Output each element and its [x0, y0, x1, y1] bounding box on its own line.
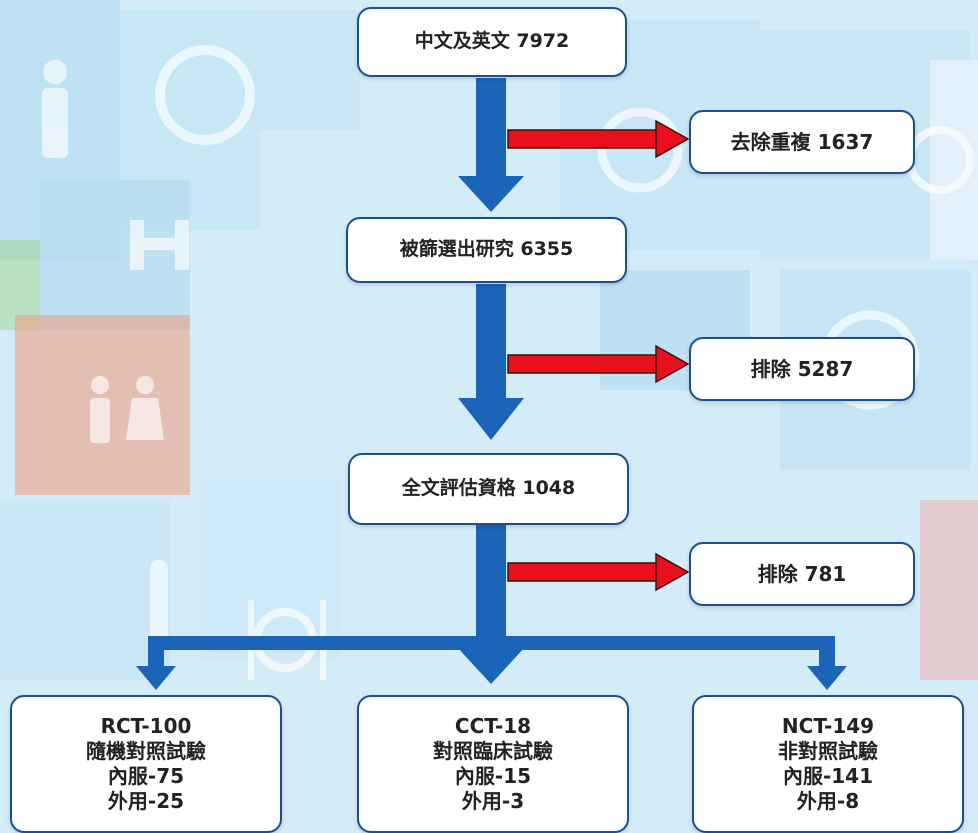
nct-outcome-box: NCT-149 非對照試驗 內服-141 外用-8: [692, 695, 964, 833]
cct-oral: 內服-15: [454, 764, 532, 788]
fulltext-eligibility-label: 全文評估資格 1048: [401, 477, 576, 500]
excluded-box-1: 排除 5287: [689, 337, 915, 401]
female-symbol-icon: [155, 45, 255, 145]
wheelchair-icon: [597, 107, 683, 193]
exclude-arrow-3: [507, 552, 690, 592]
screened-studies-label: 被篩選出研究 6355: [399, 238, 574, 261]
source-records-label: 中文及英文 7972: [414, 30, 570, 53]
rct-outcome-box: RCT-100 隨機對照試驗 內服-75 外用-25: [10, 695, 282, 833]
cct-outcome-box: CCT-18 對照臨床試驗 內服-15 外用-3: [357, 695, 629, 833]
fulltext-eligibility-box: 全文評估資格 1048: [348, 453, 629, 525]
nct-oral: 內服-141: [782, 764, 874, 788]
rct-topical: 外用-25: [107, 789, 185, 813]
cct-type: 對照臨床試驗: [433, 739, 553, 763]
duplicates-removed-box: 去除重複 1637: [689, 110, 915, 174]
dumbbell-icon: [130, 220, 189, 270]
excluded-box-2: 排除 781: [689, 542, 915, 606]
screened-studies-box: 被篩選出研究 6355: [346, 217, 627, 283]
thermometer-icon: [150, 560, 168, 650]
cct-name: CCT-18: [454, 714, 532, 738]
duplicates-removed-label: 去除重複 1637: [730, 129, 874, 154]
down-arrow-1: [458, 78, 524, 212]
rct-type: 隨機對照試驗: [86, 739, 206, 763]
right-branch-arrow: [807, 636, 847, 690]
down-arrow-2: [458, 284, 524, 440]
source-records-box: 中文及英文 7972: [357, 7, 627, 77]
cct-topical: 外用-3: [461, 789, 525, 813]
excluded-label-1: 排除 5287: [750, 356, 854, 381]
excluded-label-2: 排除 781: [757, 561, 847, 586]
male-icon: [42, 60, 68, 158]
exclude-arrow-2: [507, 344, 690, 384]
nct-topical: 外用-8: [796, 789, 860, 813]
nct-name: NCT-149: [781, 714, 875, 738]
restroom-icon: [90, 376, 164, 443]
down-arrow-3: [456, 522, 526, 684]
exclude-arrow-1: [507, 119, 690, 159]
rct-oral: 內服-75: [107, 764, 185, 788]
rct-name: RCT-100: [100, 714, 192, 738]
nct-type: 非對照試驗: [778, 739, 878, 763]
branch-bar: [150, 636, 834, 650]
left-branch-arrow: [136, 636, 176, 690]
